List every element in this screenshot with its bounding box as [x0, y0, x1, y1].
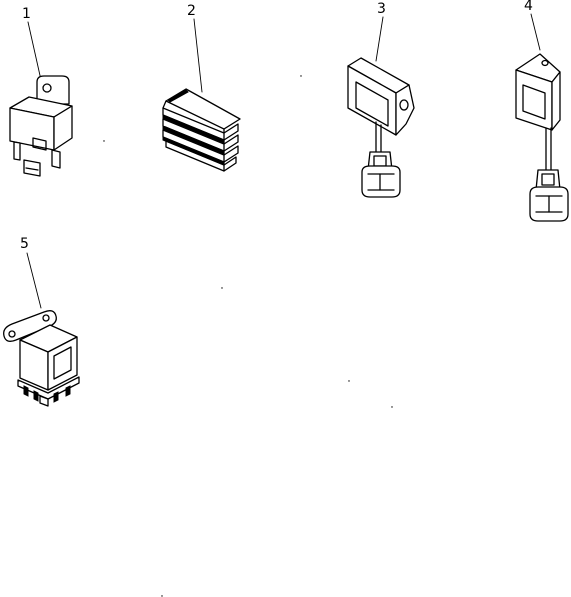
callout-4: 4 — [524, 0, 533, 14]
part-2: 2 — [162, 3, 241, 172]
sensor-unit-with-connector-icon — [347, 57, 415, 198]
relay-with-mounting-tab-icon — [9, 75, 73, 177]
callout-1: 1 — [22, 6, 31, 22]
callout-3: 3 — [377, 1, 386, 17]
part-4: 4 — [515, 0, 569, 222]
relay-with-bracket-icon — [3, 310, 80, 407]
leader-line-5 — [26, 252, 42, 309]
part-1: 1 — [9, 6, 73, 177]
finned-module-icon — [162, 88, 241, 172]
leader-line-1 — [27, 21, 42, 81]
leader-line-2 — [193, 18, 203, 93]
scan-specks — [103, 75, 393, 597]
callout-2: 2 — [187, 3, 196, 19]
part-5: 5 — [3, 236, 80, 407]
leader-line-3 — [375, 16, 384, 62]
sensor-unit-with-connector-icon — [515, 53, 569, 222]
part-3: 3 — [347, 1, 415, 198]
callout-5: 5 — [20, 236, 29, 252]
leader-line-4 — [530, 13, 541, 51]
